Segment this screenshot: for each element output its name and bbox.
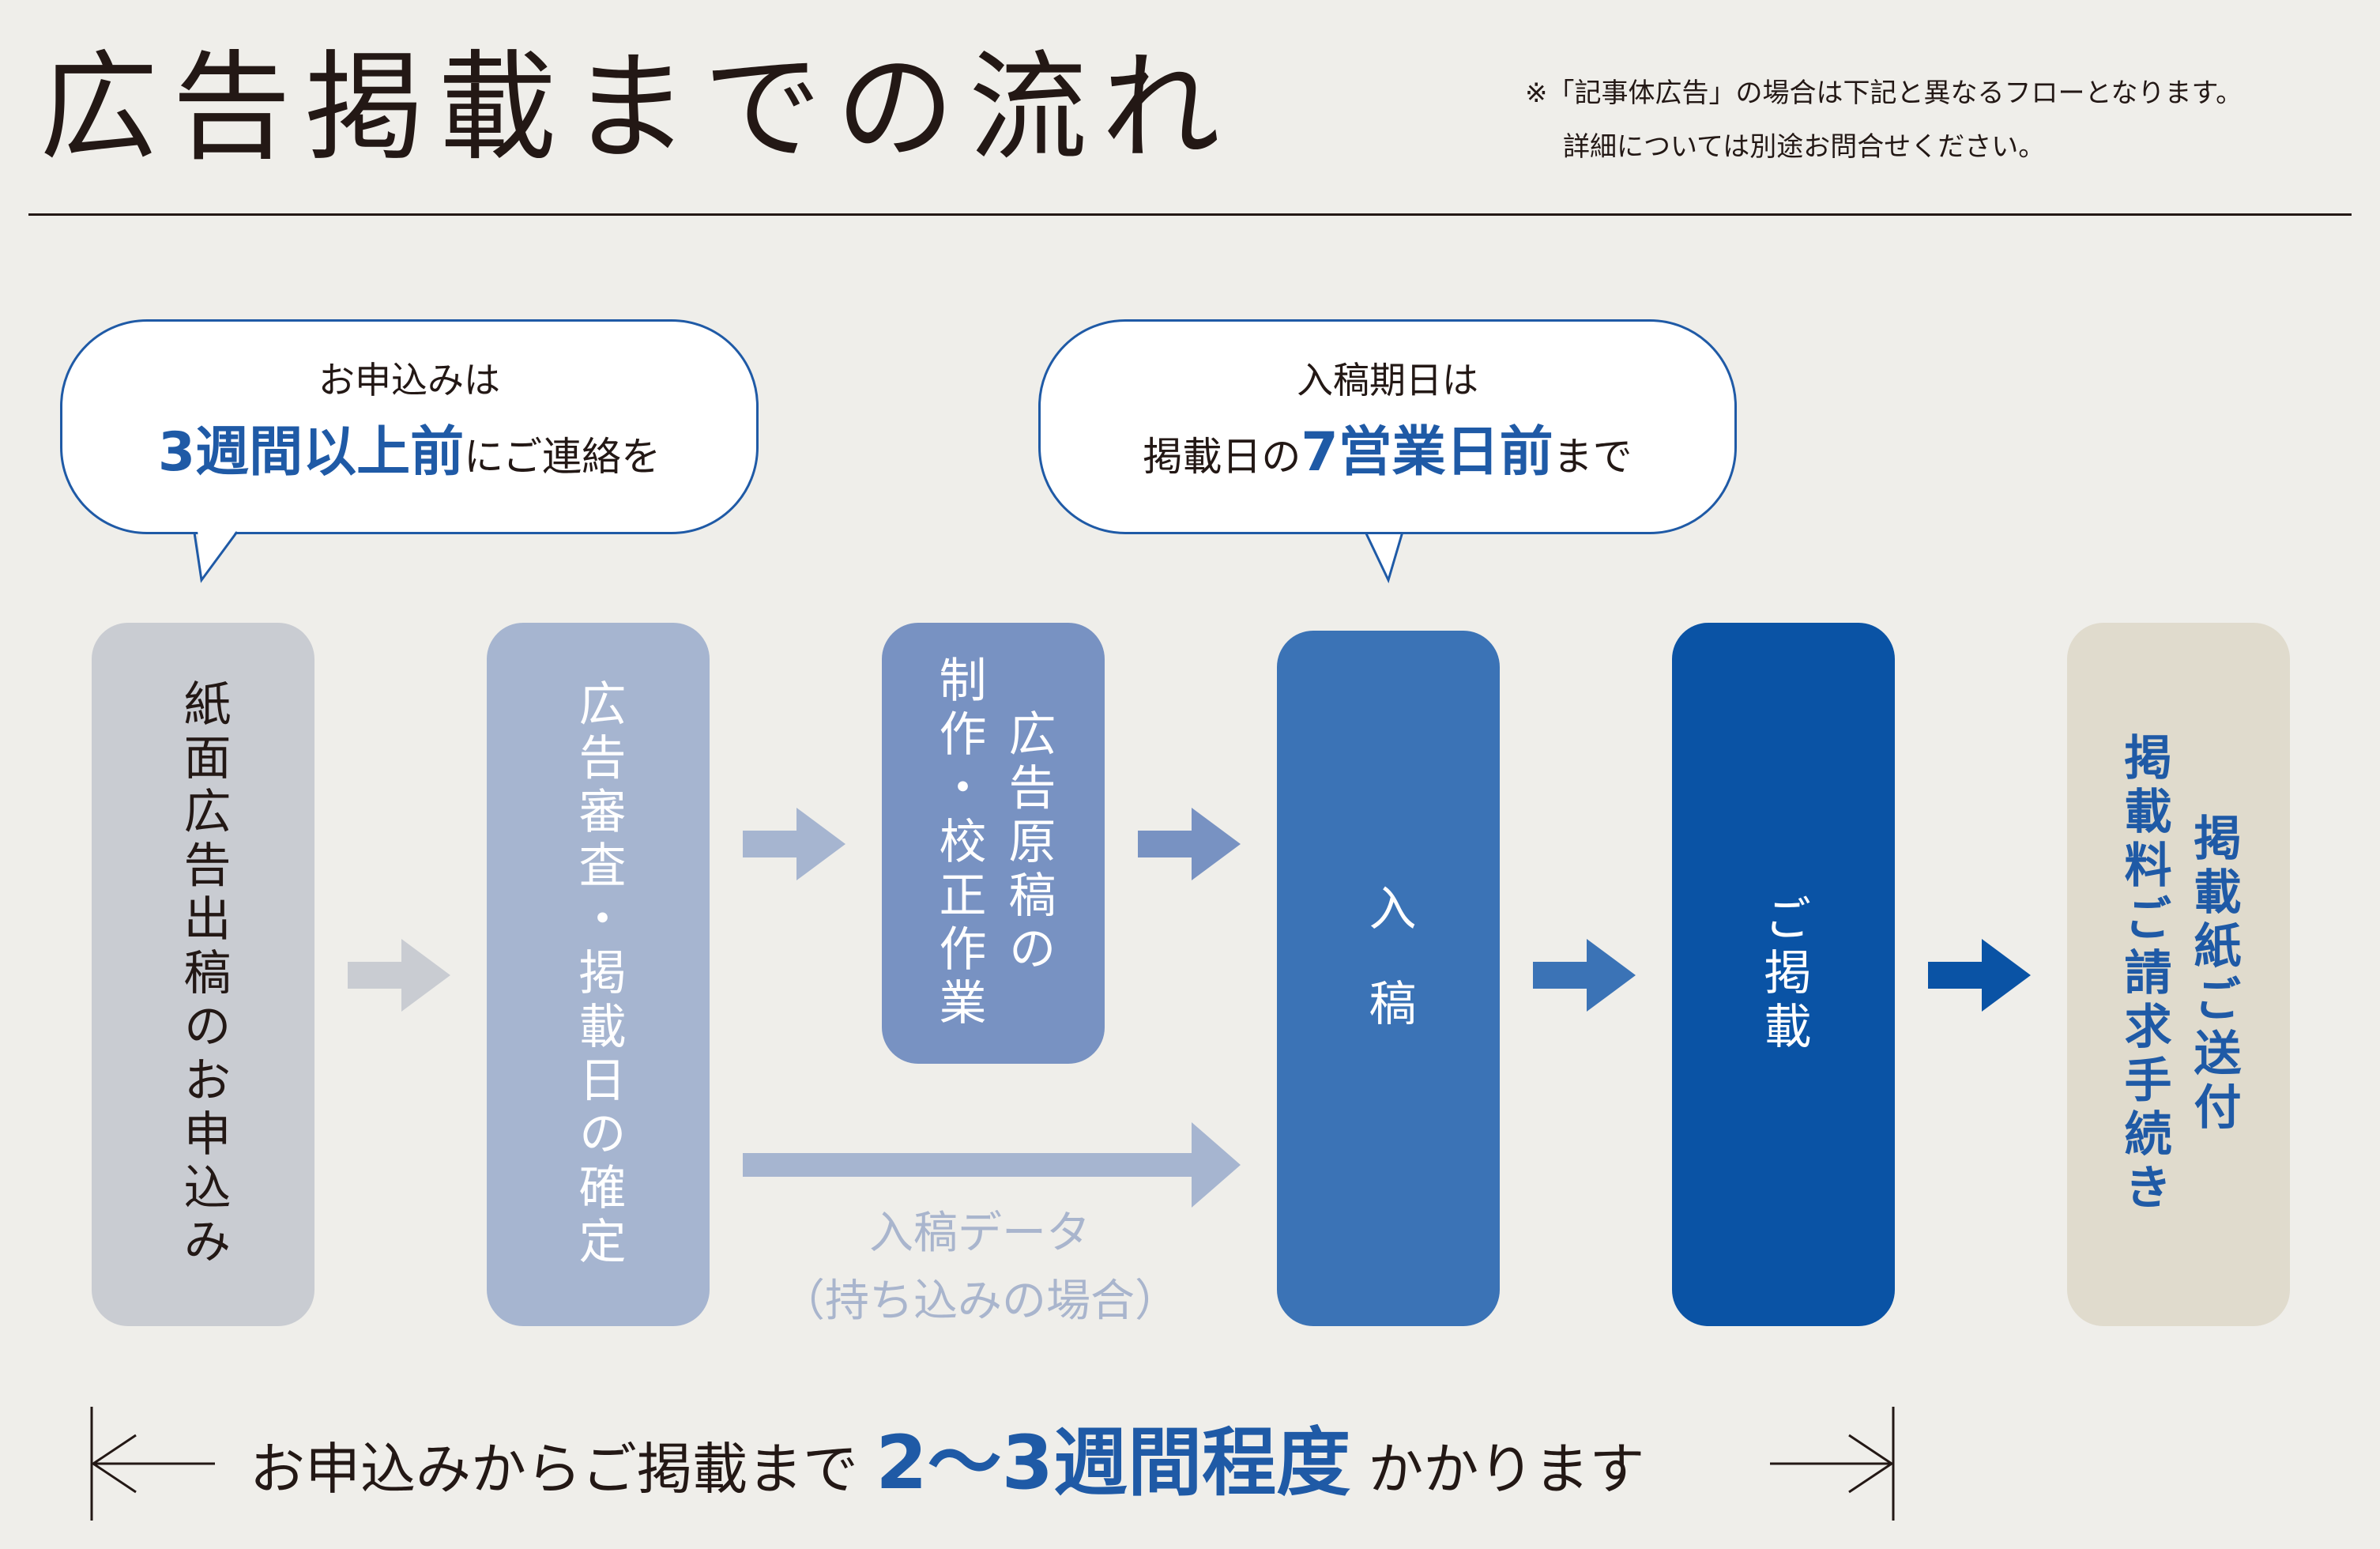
duration-prefix: お申込みからご掲載まで (250, 1437, 858, 1502)
arrow-right-icon (743, 808, 845, 880)
step-label-char2: 稿 (1361, 978, 1416, 1073)
callout-line2: 掲載日の7営業日前まで (1041, 421, 1734, 488)
page-title: 広告掲載までの流れ (40, 40, 1235, 177)
step-application: 紙面広告出稿のお申込み (92, 623, 314, 1326)
step-label-line1: 掲載紙ご送付 (2186, 813, 2241, 1136)
arrow-right-icon (743, 1122, 1241, 1208)
callout-tail-1-outline (193, 531, 239, 583)
step-label-line2: 制作・校正作業 (931, 655, 986, 1031)
callout-line1: 入稿期日は (1297, 359, 1478, 401)
arrow-right-icon (348, 939, 450, 1012)
callout-submission-deadline: 入稿期日は 掲載日の7営業日前まで (1038, 319, 1737, 534)
duration-text: お申込みからご掲載まで 2〜3週間程度 かかります (250, 1424, 1644, 1509)
duration-emphasis: 2〜3週間程度 (876, 1420, 1351, 1506)
header-note-line1: ※「記事体広告」の場合は下記と異なるフローとなります。 (1525, 77, 2243, 109)
step-label-char1: 入 (1361, 884, 1416, 978)
step-delivery-and-billing: 掲載紙ご送付 掲載料ご請求手続き (2067, 623, 2290, 1326)
arrow-right-icon (1928, 939, 2031, 1012)
step-review-and-scheduling: 広告審査・掲載日の確定 (487, 623, 710, 1326)
data-submission-label-line2: （持ち込みの場合） (781, 1276, 1179, 1327)
callout-tail-2 (1365, 530, 1403, 580)
callout-emphasis: 3週間以上前 (157, 421, 465, 484)
callout-line2: 3週間以上前にご連絡を (62, 421, 756, 488)
step-ad-production: 広告原稿の 制作・校正作業 (882, 623, 1105, 1064)
step-publication: ご掲載 (1672, 623, 1895, 1326)
callout-line1: お申込みは (318, 359, 500, 401)
step-label-line2: 掲載料ご請求手続き (2116, 733, 2171, 1216)
step-submission: 入稿 (1277, 631, 1500, 1326)
callout-suffix: まで (1553, 434, 1632, 480)
callout-suffix: にご連絡を (464, 434, 661, 480)
step-label: 紙面広告出稿のお申込み (175, 679, 231, 1270)
callout-tail-1 (198, 530, 237, 580)
header-note-line2: 詳細については別途お問合せください。 (1563, 131, 2046, 163)
data-submission-label-line1: 入稿データ (869, 1208, 1090, 1259)
callout-application-deadline: お申込みは 3週間以上前にご連絡を (60, 319, 759, 534)
callout-tail-2-outline (1364, 531, 1404, 584)
step-label: 広告審査・掲載日の確定 (571, 679, 626, 1270)
duration-suffix: かかります (1368, 1437, 1645, 1502)
arrow-right-icon (1533, 939, 1636, 1012)
header-divider (28, 213, 2352, 216)
callout-emphasis: 7営業日前 (1301, 421, 1553, 484)
arrow-right-icon (1848, 1434, 1894, 1494)
arrow-left-icon (91, 1434, 137, 1494)
callout-prefix: 掲載日の (1143, 434, 1301, 480)
step-label: ご掲載 (1756, 894, 1811, 1055)
arrow-right-icon (1138, 808, 1241, 880)
step-label-line1: 広告原稿の (1000, 709, 1056, 978)
